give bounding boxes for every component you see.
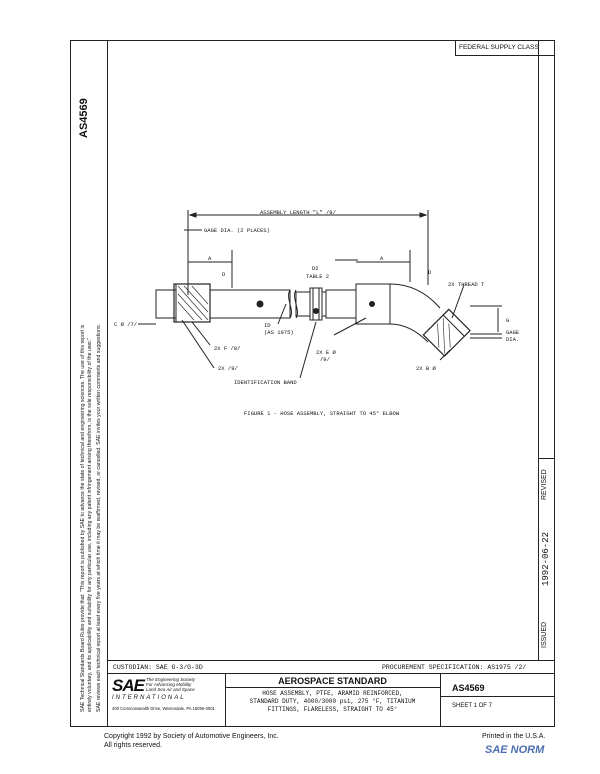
side-note-line1: SAE Technical Standards Board Rules prov… [80, 324, 86, 712]
left-margin-column [70, 40, 108, 727]
as1975-label: (AS 1975) [264, 329, 294, 336]
ref9-label: 2X /9/ [218, 365, 238, 372]
federal-supply-class-label: FEDERAL SUPPLY CLASS [459, 44, 539, 51]
side-note-line2: entirely voluntary, and its applicabilit… [87, 338, 93, 712]
title-block-v2 [440, 673, 441, 727]
f-label: 2X F /8/ [214, 345, 240, 352]
figure-caption: FIGURE 1 - HOSE ASSEMBLY, STRAIGHT TO 45… [244, 410, 400, 417]
sae-address: 400 Commonwealth Drive, Warrendale, PA 1… [112, 706, 215, 711]
c-dia-label: C Ø /7/ [114, 321, 137, 328]
d2b-label: D [428, 269, 432, 276]
hose-assembly-figure: ASSEMBLY LENGTH "L" /8/ GAGE DIA. (2 PLA… [114, 209, 520, 417]
sheet-number: SHEET 1 OF 7 [452, 703, 492, 709]
custodian-label: CUSTODIAN: SAE G-3/G-3D [113, 664, 203, 671]
sae-international: INTERNATIONAL [112, 695, 186, 701]
d2-label: D2 [312, 265, 319, 272]
table2-label: TABLE 2 [306, 273, 329, 280]
ident-band-label: IDENTIFICATION BAND [234, 379, 297, 386]
assembly-length-label: ASSEMBLY LENGTH "L" /8/ [260, 209, 336, 216]
e-dia-label: 2X E Ø [316, 349, 337, 356]
issued-label: ISSUED [541, 621, 548, 648]
printed-text: Printed in the U.S.A. [482, 733, 546, 740]
title-block-top-rule [108, 660, 555, 661]
title-line-3: FITTINGS, FLARELESS, STRAIGHT TO 45° [267, 706, 398, 713]
title-block-mid-rule [108, 673, 555, 674]
thread-label: 2X THREAD T [448, 281, 485, 288]
gage-right-label: GAGE [506, 329, 520, 336]
sae-tagline-3: Land Sea Air and Space [146, 687, 195, 692]
a1-label: A [208, 255, 212, 262]
revision-column [538, 40, 556, 660]
side-doc-id: AS4569 [78, 98, 90, 138]
side-note-line3: SAE reviews each technical report at lea… [96, 324, 102, 712]
doc-number: AS4569 [452, 683, 485, 693]
title-line-2: STANDARD DUTY, 4000/3000 psi, 275 °F, TI… [249, 698, 416, 705]
title-line-1: HOSE ASSEMBLY, PTFE, ARAMID REINFORCED, [262, 690, 403, 697]
gage-dia-label: GAGE DIA. (2 PLACES) [204, 227, 270, 234]
aerospace-standard-heading: AEROSPACE STANDARD [278, 676, 387, 686]
procurement-spec: PROCUREMENT SPECIFICATION: AS1975 /2/ [382, 664, 527, 671]
title-block-heading-rule [225, 687, 440, 688]
g-label: G [506, 317, 509, 324]
sae-logo: SAE [112, 676, 145, 695]
issued-date: 1992-06-22 [541, 531, 551, 586]
copyright-text: Copyright 1992 by Society of Automotive … [104, 733, 279, 740]
b-dia-label: 2X B Ø [416, 365, 437, 372]
gage-right-label2: DIA. [506, 336, 519, 343]
drawing-frame [70, 40, 555, 727]
e-dia-note: /9/ [320, 356, 330, 363]
revised-label: REVISED [541, 469, 548, 500]
d1-label: D [222, 271, 226, 278]
rights-text: All rights reserved. [104, 742, 162, 749]
title-block-v1 [225, 673, 226, 727]
id-label: ID [264, 322, 271, 329]
sae-tagline-2: For Advancing Mobility [146, 682, 192, 687]
federal-supply-class-box [455, 40, 555, 56]
sae-norm-stamp: SAE NORM [485, 744, 545, 756]
sae-tagline-1: The Engineering Society [146, 677, 196, 682]
revision-divider [538, 458, 555, 459]
a2-label: A [380, 255, 384, 262]
title-block-right-rule [440, 696, 555, 697]
